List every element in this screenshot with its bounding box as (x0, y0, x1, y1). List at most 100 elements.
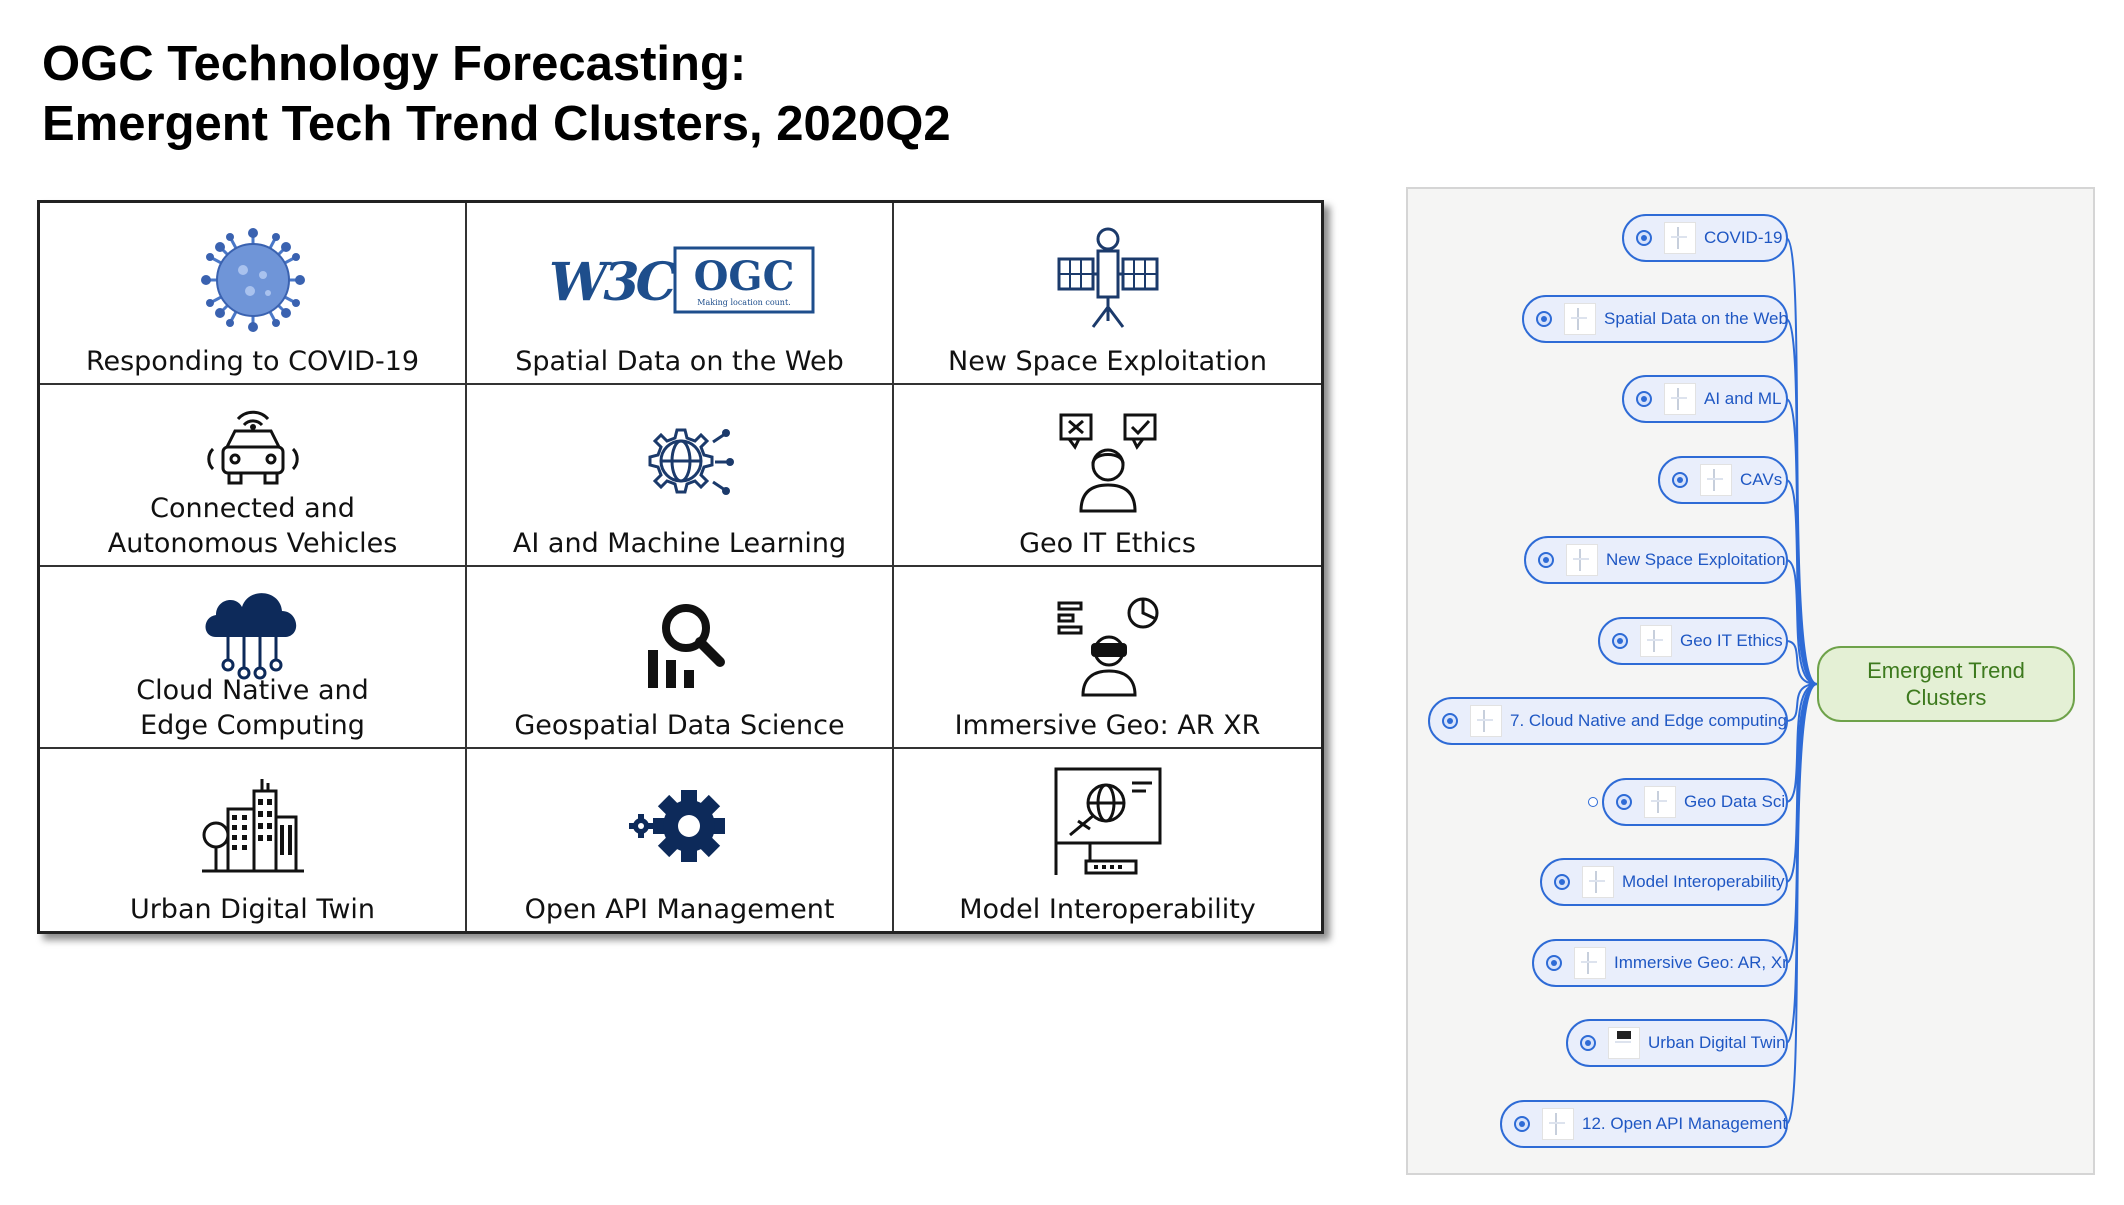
mind-map-node[interactable]: Immersive Geo: AR, Xr (1532, 939, 1788, 987)
central-node[interactable]: Emergent Trend Clusters (1817, 646, 2075, 722)
cell-label-line-1: Connected and (150, 493, 355, 524)
cell-label: Urban Digital Twin (129, 894, 376, 925)
ethics-person-icon (1059, 413, 1156, 513)
mind-map-node-label: 12. Open API Management (1582, 1114, 1788, 1133)
expand-toggle-icon[interactable] (1536, 311, 1552, 327)
cell-geo-it-ethics: Geo IT Ethics (894, 385, 1321, 567)
title-line-2: Emergent Tech Trend Clusters, 2020Q2 (42, 97, 951, 151)
cell-immersive-geo: Immersive Geo: AR XR (894, 567, 1321, 749)
expand-toggle-icon[interactable] (1616, 794, 1632, 810)
node-thumbnail-icon (1566, 544, 1598, 576)
connector-line (1785, 640, 1818, 685)
ai-globe-icon (648, 428, 734, 495)
cell-label-line-2: Edge Computing (140, 710, 365, 741)
node-thumbnail-icon (1470, 705, 1502, 737)
expand-toggle-icon[interactable] (1636, 230, 1652, 246)
cell-ai-ml: AI and Machine Learning (467, 385, 894, 567)
expand-toggle-icon[interactable] (1672, 472, 1688, 488)
cell-new-space: New Space Exploitation (894, 203, 1321, 385)
ogc-logo: OGC Making location count. (673, 246, 814, 314)
cell-label: Responding to COVID-19 (85, 346, 420, 377)
mind-map-node-label: Model Interoperability (1622, 872, 1785, 891)
mind-map-node-label: CAVs (1740, 470, 1783, 489)
title-line-1: OGC Technology Forecasting: (42, 37, 747, 91)
cell-label-line-1: Cloud Native and (136, 675, 369, 706)
page-title: OGC Technology Forecasting: Emergent Tec… (42, 34, 951, 154)
cell-label: Spatial Data on the Web (515, 346, 844, 377)
expand-toggle-icon[interactable] (1546, 955, 1562, 971)
connector-line (1785, 683, 1818, 803)
mind-map-node-label: Geo IT Ethics (1680, 631, 1783, 650)
node-thumbnail-icon (1664, 222, 1696, 254)
node-thumbnail-icon (1542, 1108, 1574, 1140)
node-thumbnail-icon (1640, 625, 1672, 657)
mind-map-node[interactable]: 12. Open API Management (1500, 1100, 1788, 1148)
mind-map-node[interactable]: AI and ML (1622, 375, 1788, 423)
cell-label: Geo IT Ethics (1019, 528, 1196, 559)
mind-map-node[interactable]: 7. Cloud Native and Edge computing (1428, 697, 1788, 745)
mind-map-node[interactable]: New Space Exploitation (1524, 536, 1788, 584)
gear-icon (628, 790, 725, 862)
cell-covid: Responding to COVID-19 (40, 203, 467, 385)
mind-map-node-label: Immersive Geo: AR, Xr (1614, 953, 1788, 972)
mind-map-node-label: AI and ML (1704, 389, 1782, 408)
connector-line (1785, 479, 1818, 685)
vr-headset-icon (1057, 597, 1158, 697)
cell-label: Connected and Autonomous Vehicles (40, 491, 465, 561)
city-icon (201, 779, 304, 873)
mind-map-node[interactable]: Spatial Data on the Web (1522, 295, 1788, 343)
cell-label: Geospatial Data Science (514, 710, 845, 741)
expand-toggle-icon[interactable] (1580, 1035, 1596, 1051)
mind-map-node[interactable]: Geo IT Ethics (1598, 617, 1788, 665)
cell-spatial-data-web: W3C OGC Making location count. Spatial D… (467, 203, 894, 385)
expand-toggle-icon[interactable] (1636, 391, 1652, 407)
w3c-wordmark: W3C (549, 252, 677, 313)
mind-map-node[interactable]: CAVs (1658, 456, 1788, 504)
mind-map-node-label: Urban Digital Twin (1648, 1033, 1786, 1052)
connector-line (1785, 318, 1818, 685)
cell-label: AI and Machine Learning (512, 528, 847, 559)
expand-toggle-icon[interactable] (1554, 874, 1570, 890)
node-thumbnail-icon (1608, 1027, 1640, 1059)
expand-toggle-icon[interactable] (1514, 1116, 1530, 1132)
mind-map-node-label: Spatial Data on the Web (1604, 309, 1788, 328)
virus-icon (200, 228, 305, 332)
collapse-toggle-icon[interactable] (1588, 797, 1598, 807)
node-thumbnail-icon (1574, 947, 1606, 979)
mind-map-node[interactable]: Geo Data Sci (1602, 778, 1788, 826)
cell-open-api: Open API Management (467, 749, 894, 931)
cell-label: New Space Exploitation (948, 346, 1267, 377)
cell-label-line-2: Autonomous Vehicles (107, 528, 398, 559)
cell-connected-vehicles: Connected and Autonomous Vehicles (40, 385, 467, 567)
mind-map-node[interactable]: COVID-19 (1622, 214, 1788, 262)
node-thumbnail-icon (1700, 464, 1732, 496)
node-thumbnail-icon (1564, 303, 1596, 335)
mind-map-connectors (1785, 237, 1818, 1125)
connected-car-icon (206, 410, 299, 485)
mind-map-node[interactable]: Model Interoperability (1540, 858, 1788, 906)
cell-urban-digital-twin: Urban Digital Twin (40, 749, 467, 931)
mind-map-node-label: COVID-19 (1704, 228, 1783, 247)
cell-model-interoperability: Model Interoperability (894, 749, 1321, 931)
monitor-globe-icon (1054, 767, 1161, 875)
node-thumbnail-icon (1582, 866, 1614, 898)
cell-label: Open API Management (524, 894, 835, 925)
cell-geospatial-data-science: Geospatial Data Science (467, 567, 894, 749)
data-science-icon (647, 604, 725, 688)
cloud-network-icon (205, 593, 296, 680)
expand-toggle-icon[interactable] (1538, 552, 1554, 568)
mind-map-node-label: 7. Cloud Native and Edge computing (1510, 711, 1787, 730)
mind-map-node[interactable]: Urban Digital Twin (1566, 1019, 1788, 1067)
ogc-wordmark: OGC (693, 253, 794, 300)
cell-label: Cloud Native and Edge Computing (40, 673, 465, 743)
mind-map-node-label: New Space Exploitation (1606, 550, 1786, 569)
expand-toggle-icon[interactable] (1442, 713, 1458, 729)
w3c-logo: W3C (549, 252, 681, 313)
expand-toggle-icon[interactable] (1612, 633, 1628, 649)
ogc-tagline: Making location count. (697, 298, 790, 307)
trend-cluster-grid: Responding to COVID-19 W3C OGC Making lo… (37, 200, 1324, 934)
connector-line (1785, 683, 1818, 964)
node-thumbnail-icon (1644, 786, 1676, 818)
connector-line (1785, 559, 1818, 685)
